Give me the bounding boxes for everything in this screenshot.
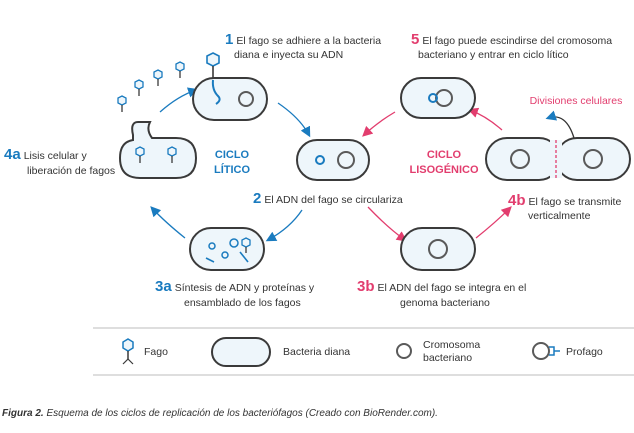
phage-icon [206,52,220,78]
svg-text:5El fago puede escindirse del: 5El fago puede escindirse del cromosoma [411,31,612,48]
step-2-line1: El ADN del fago se circulariza [264,194,402,206]
step-3a-line2: ensamblado de los fagos [184,297,301,309]
arrow-2-to-3a [265,209,303,242]
figure-caption: Figura 2. Esquema de los ciclos de repli… [2,408,438,419]
lysogenic-cycle-label-line1: CICLO [427,149,462,161]
step-4b-line2: verticalmente [528,210,591,222]
step-4a-line2: liberación de fagos [27,165,115,177]
lytic-cycle-label-line2: LÍTICO [214,163,250,176]
phage-icon [134,79,144,96]
arrow-4b-to-5 [467,107,503,131]
cell-step1 [192,52,268,121]
cell-step3a [189,227,265,271]
svg-text:2El ADN del fago se circulariz: 2El ADN del fago se circulariza [253,190,403,207]
arrow-3b-to-4b [475,206,512,239]
arrow-1-to-2 [277,102,311,138]
step-4b-number: 4b [508,192,526,209]
legend-chromosome-icon [396,343,412,359]
arrow-4a-to-1 [159,87,199,113]
legend-chromosome-label-line1: Cromosoma [423,339,480,351]
step-3b-number: 3b [357,278,375,295]
legend-target-cell [211,337,271,367]
step-1-number: 1 [225,31,233,48]
step-3b-line2: genoma bacteriano [400,297,490,309]
figure-caption-label: Figura 2. [2,408,44,419]
legend-target-label: Bacteria diana [283,346,350,358]
phage-icon [175,61,185,78]
step-3a-line1: Síntesis de ADN y proteínas y [175,282,315,294]
legend-prophage-icon [532,342,560,360]
legend-prophage-label: Profago [566,346,603,358]
step-5-line2: bacteriano y entrar en ciclo lítico [418,49,569,61]
phage-icon [153,69,163,86]
legend: Fago Bacteria diana Cromosoma bacteriano… [93,327,634,376]
arrow-2-to-3b [367,206,408,242]
svg-text:1El fago se adhiere a la bacte: 1El fago se adhiere a la bacteria [225,31,381,48]
step-5-line1: El fago puede escindirse del cromosoma [422,35,612,47]
cell-division-label: Divisiones celulares [530,95,623,107]
phage-icon [117,95,127,112]
step-4a-number: 4a [4,146,21,163]
cell-step5 [400,77,476,119]
legend-chromosome-label-line2: bacteriano [423,352,472,364]
phage-icon [167,146,177,163]
step-1-line1: El fago se adhiere a la bacteria [236,35,381,47]
lytic-cycle-label-line1: CICLO [215,149,250,161]
step-2-number: 2 [253,190,261,207]
legend-phage-label: Fago [144,346,168,358]
arrow-cell-division [545,110,575,139]
cell-step4a [117,61,198,179]
cell-step3b [400,227,476,271]
arrow-5-to-2 [362,111,396,137]
step-3b-line1: El ADN del fago se integra en el [378,282,527,294]
arrow-3a-to-4a [150,206,186,239]
step-4a-line1: Lisis celular y [24,150,88,162]
phage-icon [122,338,134,365]
cell-division [485,137,631,181]
cell-step2 [296,139,370,181]
figure-caption-text: Esquema de los ciclos de replicación de … [44,408,438,419]
step-1-line2: diana e inyecta su ADN [234,49,343,61]
step-4b-line1: El fago se transmite [529,196,622,208]
step-3a-number: 3a [155,278,172,295]
phage-icon [135,146,145,163]
step-5-number: 5 [411,31,419,48]
lysogenic-cycle-label-line2: LISOGÉNICO [409,163,479,176]
